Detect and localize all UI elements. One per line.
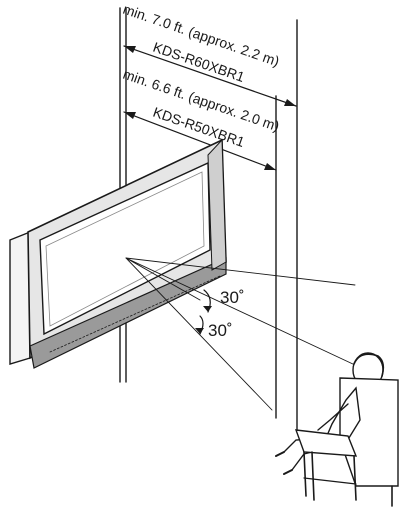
- tv-screen: [39, 161, 211, 336]
- sight-line-center: [125, 257, 356, 366]
- r50-dimension-arrow-icon: [123, 111, 277, 171]
- tv-icon: [9, 138, 227, 369]
- sight-lines: [125, 257, 356, 411]
- chair-armrest: [294, 429, 358, 457]
- tv-side-panel: [9, 230, 31, 365]
- dimension-arrows: [123, 45, 297, 171]
- tv-speaker-strip: [29, 257, 227, 369]
- tv-screen-bevel: [45, 171, 205, 327]
- viewer-arm: [317, 403, 349, 431]
- distance-labels: min. 7.0 ft. (approx. 2.2 m) KDS-R60XBR1…: [121, 1, 281, 150]
- viewer-hair: [353, 353, 385, 377]
- sight-line-top: [125, 257, 356, 286]
- chair-back: [339, 377, 399, 487]
- angle-lower-label: 30˚: [208, 321, 233, 340]
- r60-dimension-arrow-icon: [123, 45, 297, 107]
- sight-line-lower: [125, 257, 273, 411]
- viewer-in-chair-icon: [275, 352, 399, 507]
- tv-right-edge: [207, 138, 227, 271]
- sight-line-short: [125, 257, 201, 301]
- angle-upper-label: 30˚: [220, 288, 245, 307]
